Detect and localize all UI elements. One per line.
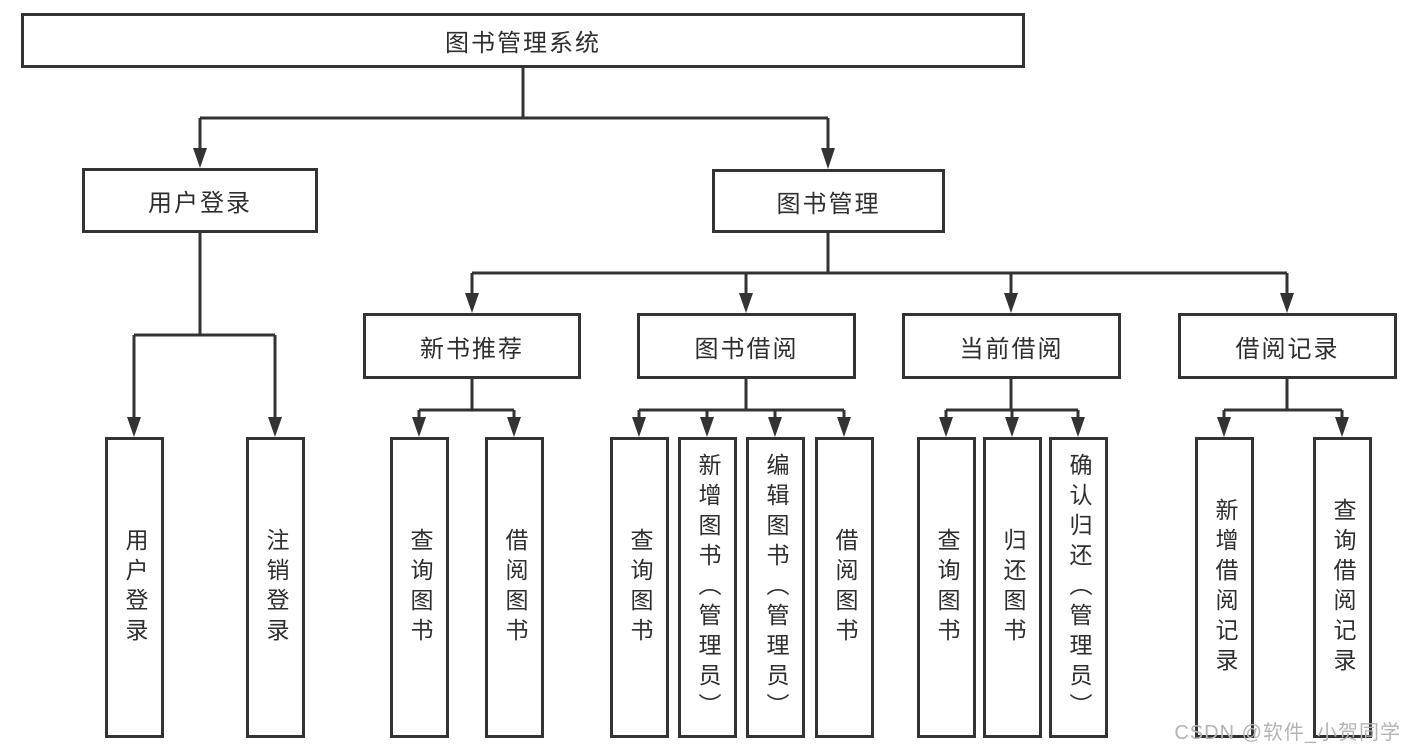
- node-root: 图书管理系统: [21, 13, 1025, 68]
- node-book-mgmt: 图书管理: [712, 169, 945, 233]
- leaf-borrow-books-recommend-label: 借阅图书: [502, 527, 528, 648]
- node-borrow-record-label: 借阅记录: [1235, 335, 1340, 363]
- connector-root-to-level2: [198, 68, 830, 150]
- leaf-confirm-return-admin: 确认归还（管理员）: [1049, 437, 1108, 738]
- leaf-borrow-books: 借阅图书: [815, 437, 874, 738]
- leaf-query-books-current-label: 查询图书: [934, 527, 960, 648]
- leaf-user-login: 用户登录: [105, 437, 164, 738]
- connector-book-borrow-to-leaves: [637, 379, 846, 419]
- node-book-borrow-label: 图书借阅: [694, 335, 799, 363]
- leaf-query-books-recommend: 查询图书: [390, 437, 449, 738]
- node-root-label: 图书管理系统: [445, 30, 601, 57]
- leaf-add-books-admin-label: 新增图书（管理员）: [695, 452, 721, 723]
- node-current-borrow: 当前借阅: [902, 313, 1121, 379]
- leaf-borrow-books-recommend: 借阅图书: [485, 437, 544, 738]
- connector-borrow-record-to-leaves: [1222, 379, 1344, 419]
- leaf-confirm-return-admin-label: 确认归还（管理员）: [1066, 452, 1092, 723]
- node-new-book-recommend-label: 新书推荐: [420, 335, 524, 363]
- node-user-login: 用户登录: [82, 168, 318, 233]
- leaf-return-books-label: 归还图书: [1000, 527, 1026, 648]
- leaf-borrow-books-label: 借阅图书: [832, 527, 858, 648]
- connector-current-borrow-to-leaves: [944, 379, 1080, 419]
- leaf-add-borrow-record-label: 新增借阅记录: [1212, 497, 1238, 678]
- node-new-book-recommend: 新书推荐: [363, 313, 581, 379]
- leaf-query-books-borrow: 查询图书: [610, 437, 669, 738]
- watermark: CSDN @软件_小贺同学: [1174, 722, 1401, 744]
- connector-book-mgmt-to-level3: [470, 233, 1289, 295]
- connector-user-login-to-leaves: [132, 233, 277, 419]
- leaf-query-books-borrow-label: 查询图书: [627, 527, 653, 648]
- node-book-borrow: 图书借阅: [637, 313, 856, 379]
- leaf-query-borrow-record: 查询借阅记录: [1313, 437, 1372, 738]
- leaf-add-books-admin: 新增图书（管理员）: [678, 437, 737, 738]
- node-current-borrow-label: 当前借阅: [959, 335, 1064, 363]
- leaf-logout-label: 注销登录: [263, 527, 289, 648]
- leaf-add-borrow-record: 新增借阅记录: [1195, 437, 1254, 738]
- leaf-return-books: 归还图书: [983, 437, 1042, 738]
- leaf-query-books-current: 查询图书: [917, 437, 976, 738]
- node-borrow-record: 借阅记录: [1178, 313, 1397, 379]
- leaf-logout: 注销登录: [246, 437, 305, 738]
- leaf-edit-books-admin-label: 编辑图书（管理员）: [763, 452, 789, 723]
- connector-new-book-to-leaves: [417, 379, 516, 419]
- leaf-query-books-recommend-label: 查询图书: [407, 527, 433, 648]
- leaf-edit-books-admin: 编辑图书（管理员）: [746, 437, 805, 738]
- leaf-query-borrow-record-label: 查询借阅记录: [1330, 497, 1356, 678]
- node-book-mgmt-label: 图书管理: [776, 190, 881, 218]
- node-user-login-label: 用户登录: [148, 190, 252, 217]
- leaf-user-login-label: 用户登录: [122, 527, 148, 648]
